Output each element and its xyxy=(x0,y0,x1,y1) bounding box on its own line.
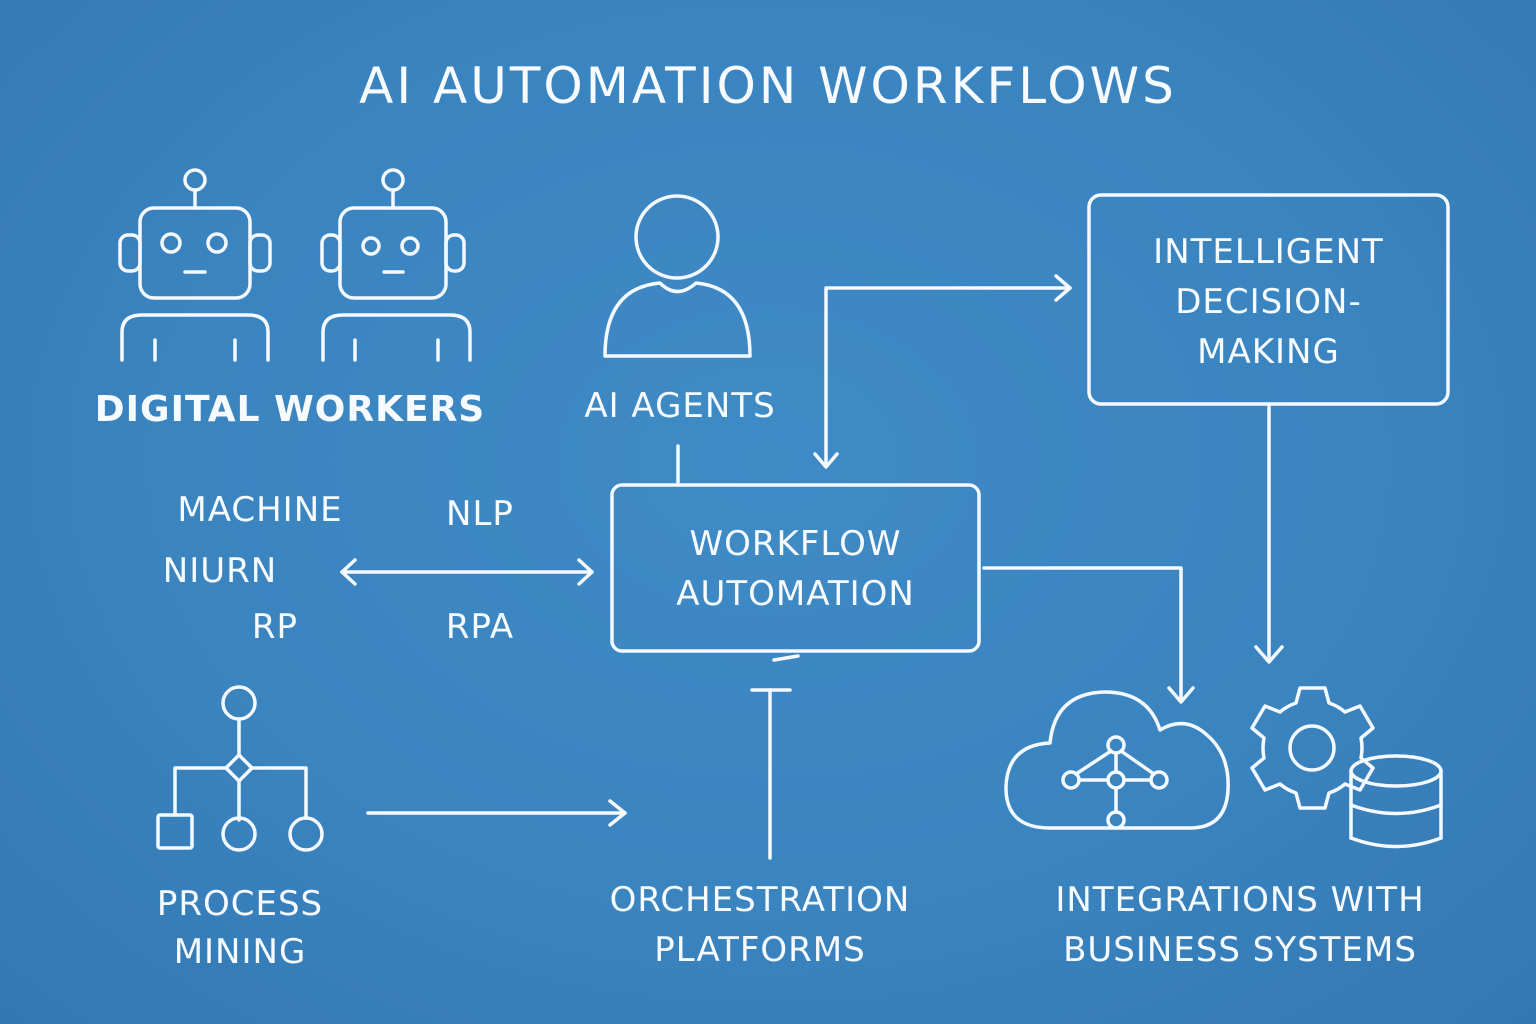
integrations-line1: INTEGRATIONS WITH xyxy=(1055,880,1425,920)
decision-label-line1: INTELLIGENT xyxy=(1153,232,1384,272)
process-mining-line1: PROCESS xyxy=(156,884,324,924)
integrations-line2: BUSINESS SYSTEMS xyxy=(1063,930,1417,970)
tech-label-rpa: RPA xyxy=(445,607,515,647)
tech-label-machine: MACHINE xyxy=(177,490,343,530)
ai-agents-label: AI AGENTS xyxy=(584,386,776,426)
robot-icon xyxy=(118,168,272,362)
orchestration-line2: PLATFORMS xyxy=(654,930,866,970)
cloud-network-icon xyxy=(1004,690,1230,830)
digital-workers-label: DIGITAL WORKERS xyxy=(94,389,486,430)
decision-label-line2: DECISION- xyxy=(1175,282,1362,322)
flowchart-icon xyxy=(156,685,324,852)
orchestration-line1: ORCHESTRATION xyxy=(609,880,911,920)
person-icon xyxy=(603,194,752,358)
robot-icon xyxy=(320,168,472,362)
database-icon xyxy=(1349,754,1443,849)
workflow-automation-box xyxy=(610,483,981,653)
gear-icon xyxy=(1250,686,1375,810)
workflow-label-line1: WORKFLOW xyxy=(689,524,902,564)
diagram-title: AI AUTOMATION WORKFLOWS xyxy=(359,57,1177,115)
tech-label-nlp: NLP xyxy=(446,494,514,534)
workflow-label-line2: AUTOMATION xyxy=(676,574,915,614)
decision-label-line3: MAKING xyxy=(1197,332,1340,372)
process-mining-line2: MINING xyxy=(173,932,307,972)
tech-label-rp: RP xyxy=(251,607,299,647)
tech-label-niurn: NIURN xyxy=(162,551,278,591)
